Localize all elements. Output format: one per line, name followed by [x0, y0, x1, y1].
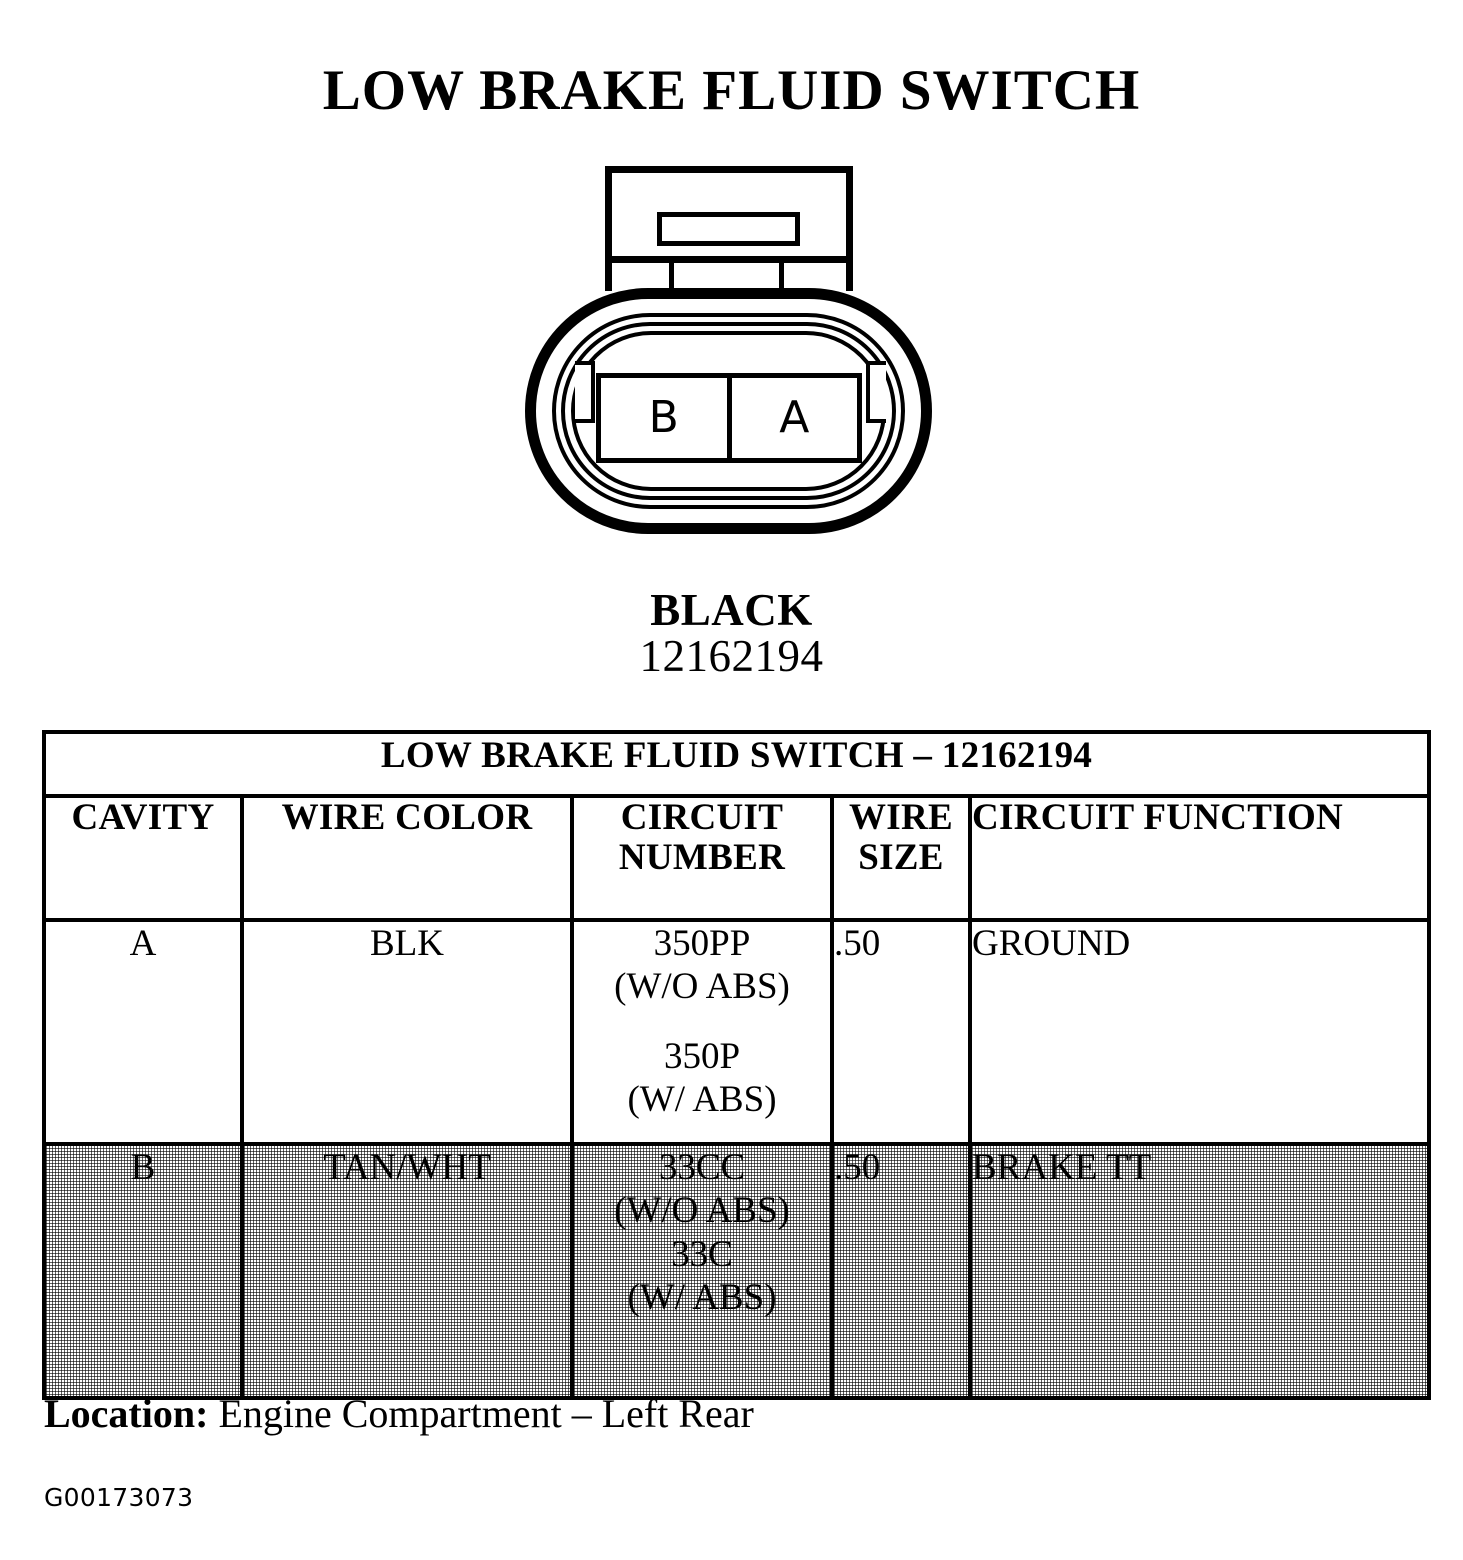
column-header-circuit-number-line1: CIRCUIT: [620, 797, 784, 838]
connector-tab-band: [605, 258, 853, 291]
table-title: LOW BRAKE FLUID SWITCH – 12162194: [41, 730, 1432, 798]
circuit-number-line1: 350PP: [653, 923, 751, 964]
column-header-wire-size-line2: SIZE: [858, 836, 944, 878]
column-header-wire-color: WIRE COLOR: [240, 794, 574, 922]
cell-circuit-number: 350PP (W/O ABS) 350P (W/ ABS): [570, 918, 834, 1146]
circuit-number-line1: 33CC: [658, 1147, 746, 1188]
table-row: B TAN/WHT 33CC (W/O ABS) 33C (W/ ABS) .5…: [42, 1142, 1432, 1400]
circuit-number-line2: (W/O ABS): [614, 1190, 790, 1232]
tab-segment-left: [612, 263, 674, 291]
cavity-a: A: [731, 378, 857, 458]
cell-circuit-function: BRAKE TT: [967, 1142, 1432, 1400]
connector-locking-tab-slot: [657, 212, 800, 246]
circuit-number-line3: 350P: [663, 1035, 741, 1077]
connector-caption: BLACK 12162194: [0, 585, 1463, 681]
column-header-circuit-number: CIRCUIT NUMBER: [570, 794, 834, 922]
connector-body-ring-2: [561, 322, 896, 500]
connector-color-label: BLACK: [650, 585, 813, 635]
connector-body-ring-1: [552, 313, 905, 509]
location-value: Engine Compartment – Left Rear: [218, 1391, 754, 1436]
column-header-wire-size-line1: WIRE: [849, 797, 953, 838]
tab-segment-right: [784, 263, 846, 291]
column-header-wire-size: WIRE SIZE: [830, 794, 972, 922]
circuit-number-gap: [574, 1009, 830, 1035]
location-line: Location: Engine Compartment – Left Rear: [44, 1394, 754, 1434]
table-title-row: LOW BRAKE FLUID SWITCH – 12162194: [41, 730, 1432, 798]
circuit-number-line2: (W/O ABS): [614, 966, 790, 1008]
circuit-number-line4: (W/ ABS): [627, 1276, 777, 1318]
cell-cavity: B: [42, 1142, 244, 1400]
location-label: Location:: [44, 1391, 209, 1436]
cell-wire-size: .50: [830, 1142, 972, 1400]
connector-cavity-box: B A: [596, 373, 862, 463]
column-header-circuit-function: CIRCUIT FUNCTION: [967, 794, 1432, 922]
circuit-number-line4: (W/ ABS): [627, 1078, 777, 1120]
tab-segment-center: [674, 263, 784, 291]
cell-cavity: A: [42, 918, 244, 1146]
cavity-b: B: [601, 378, 732, 458]
page-title: LOW BRAKE FLUID SWITCH: [322, 59, 1141, 122]
connector-notch-left: [575, 361, 595, 423]
connector-face-diagram: B A BLACK 12162194: [0, 0, 1463, 700]
table-header-row: CAVITY WIRE COLOR CIRCUIT NUMBER WIRE SI…: [42, 794, 1432, 922]
table-row: A BLK 350PP (W/O ABS) 350P (W/ ABS) .50 …: [42, 918, 1432, 1146]
connector-notch-right: [866, 361, 886, 423]
cell-wire-color: BLK: [240, 918, 574, 1146]
circuit-number-line3: 33C: [671, 1233, 733, 1275]
column-header-circuit-number-line2: NUMBER: [618, 836, 786, 878]
cell-circuit-function: GROUND: [967, 918, 1432, 1146]
cell-circuit-number: 33CC (W/O ABS) 33C (W/ ABS): [570, 1142, 834, 1400]
cell-wire-size: .50: [830, 918, 972, 1146]
cell-wire-color: TAN/WHT: [240, 1142, 574, 1400]
column-header-cavity: CAVITY: [42, 794, 244, 922]
pinout-table: LOW BRAKE FLUID SWITCH – 12162194 CAVITY…: [41, 730, 1432, 1400]
figure-id: G00173073: [44, 1483, 194, 1512]
connector-part-number: 12162194: [639, 630, 824, 681]
